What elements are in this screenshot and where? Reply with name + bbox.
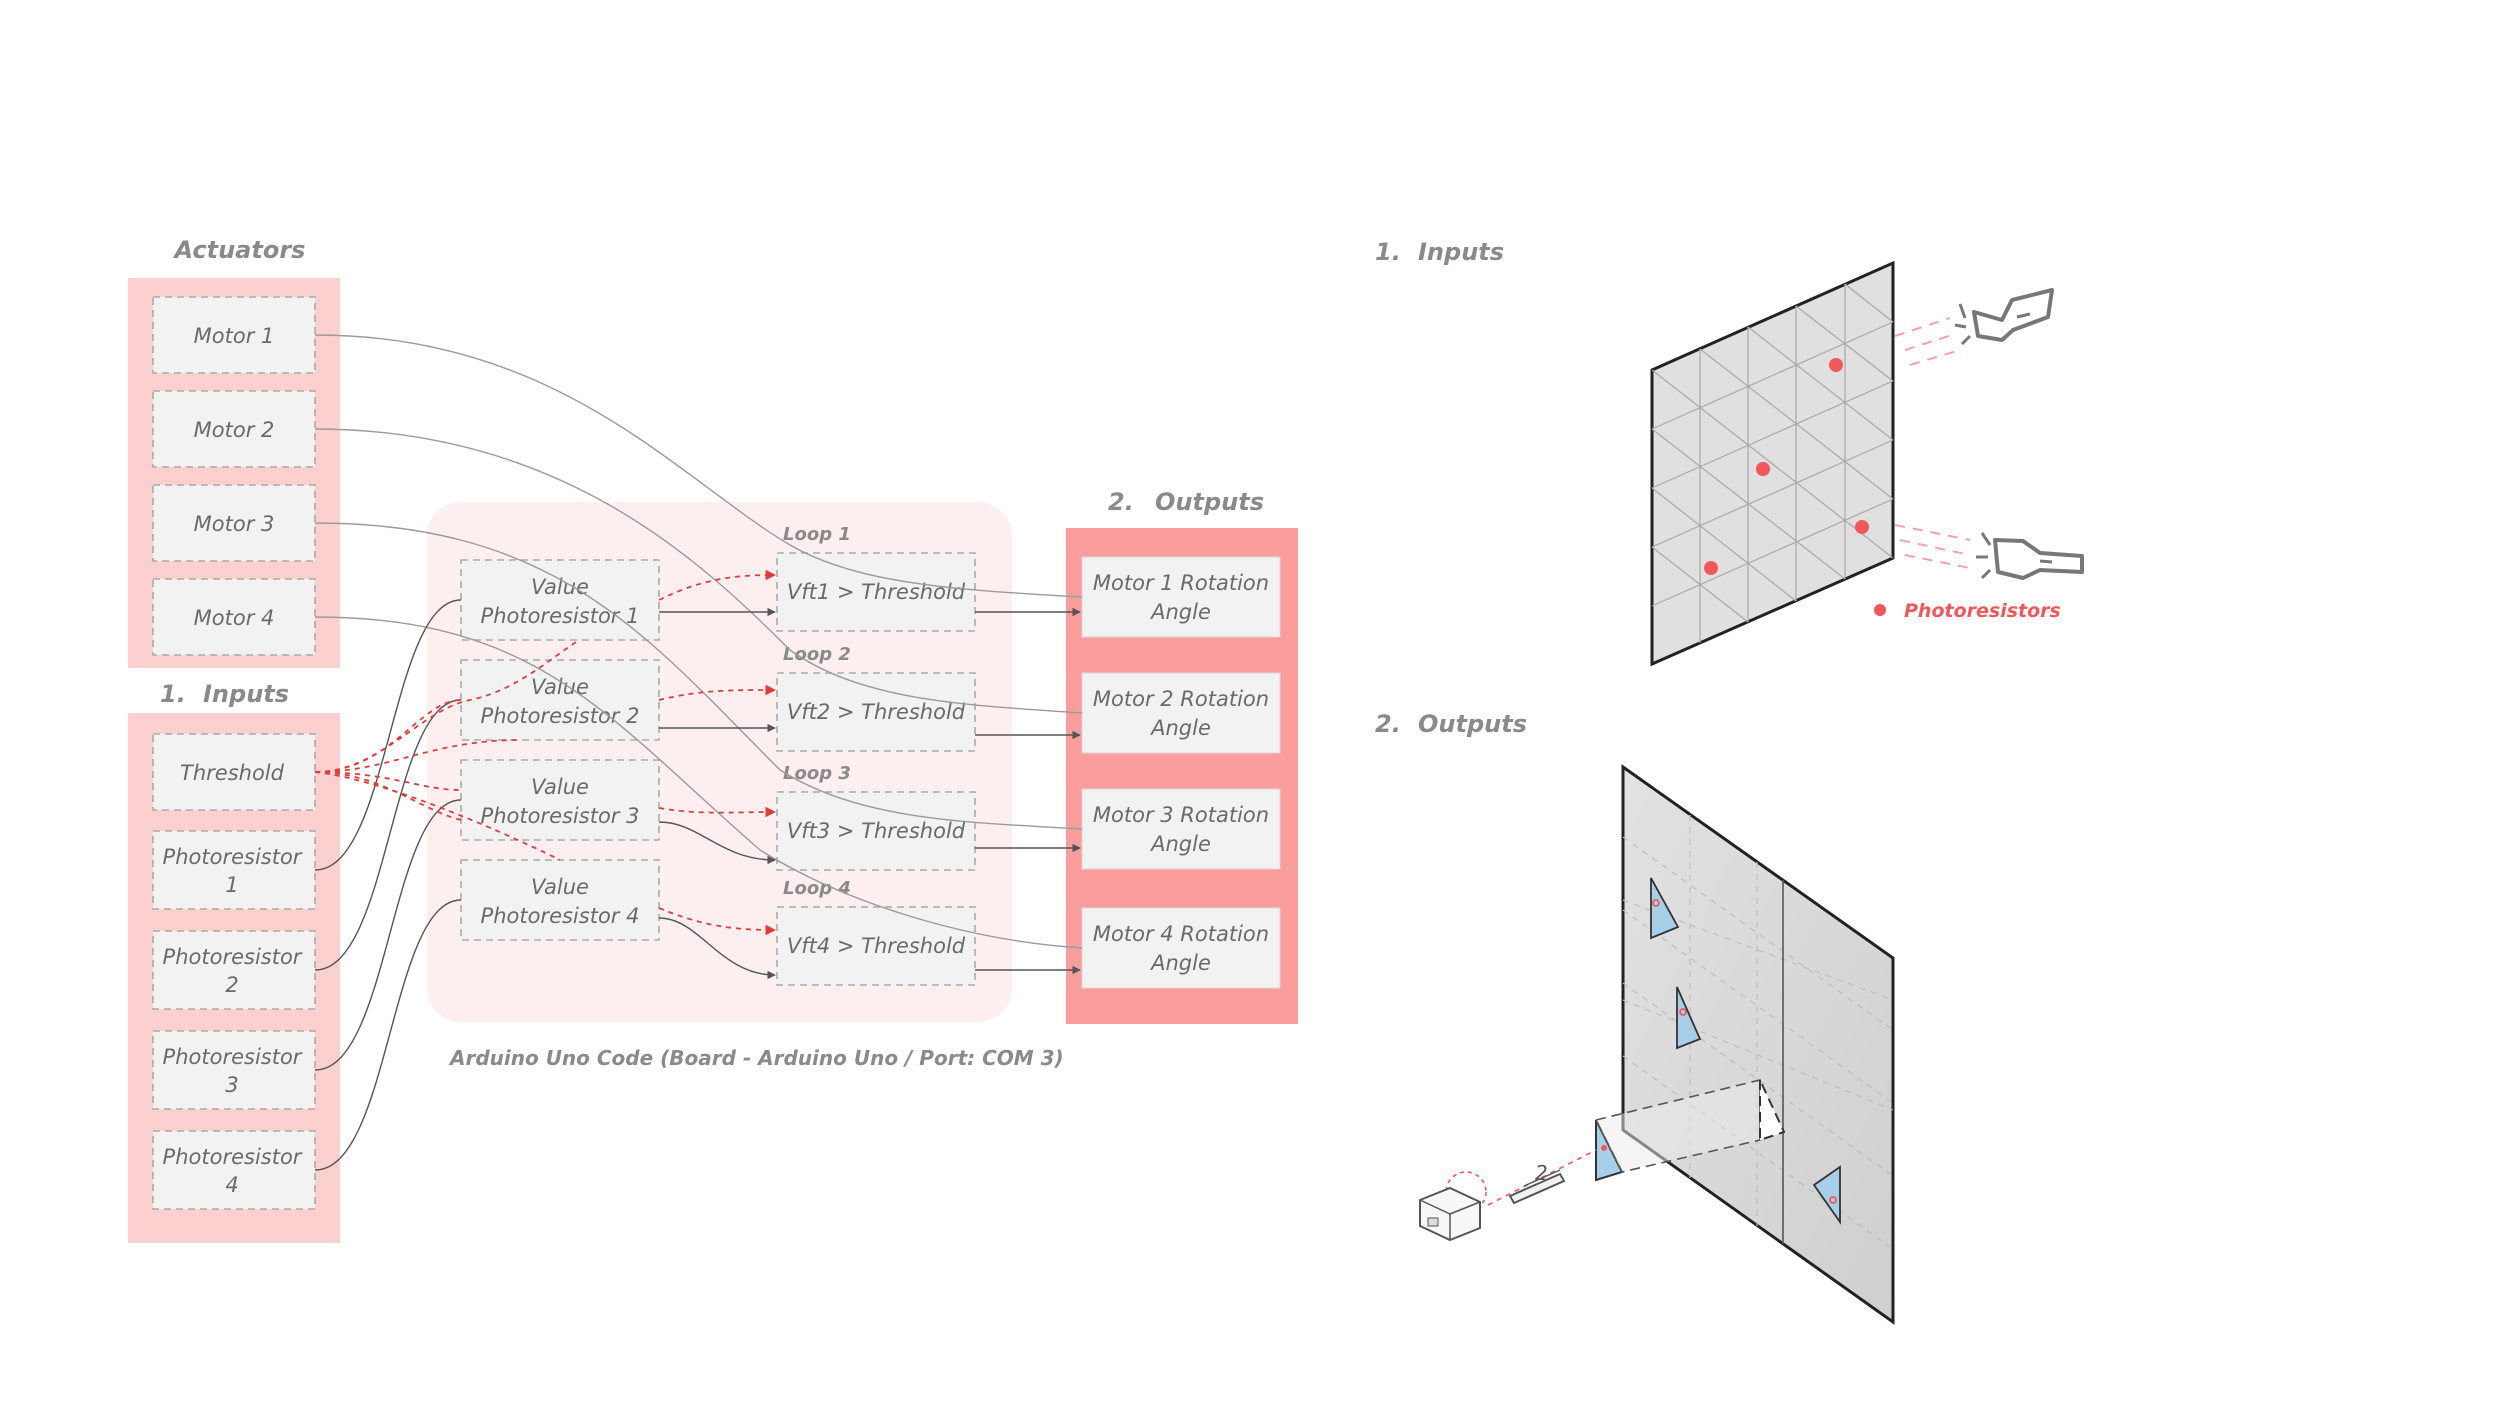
- photoresistor-box[interactable]: Photoresistor 4: [152, 1130, 316, 1210]
- photoresistor-number: 4: [225, 1173, 238, 1197]
- right-inputs-title: Inputs: [1418, 238, 1504, 266]
- value-label: Value: [531, 875, 589, 899]
- output-box[interactable]: Motor 3 Rotation Angle: [1081, 788, 1281, 870]
- motor-box[interactable]: Motor 2: [152, 390, 316, 468]
- photoresistor-label: Photoresistor: [163, 945, 303, 969]
- output-box[interactable]: Motor 1 Rotation Angle: [1081, 556, 1281, 638]
- value-source: Photoresistor 2: [481, 704, 640, 728]
- light-rays: [1894, 317, 1971, 569]
- dimension-label: 2: [1535, 1161, 1548, 1185]
- photoresistor-number: 1: [225, 873, 238, 897]
- dimension-line: [1523, 1169, 1561, 1187]
- loop-check-text: Vft1 > Threshold: [787, 580, 966, 604]
- photoresistor-box[interactable]: Photoresistor 3: [152, 1030, 316, 1110]
- value-box[interactable]: Value Photoresistor 3: [460, 759, 660, 841]
- panel-grid: [1651, 283, 1894, 643]
- threshold-label: Threshold: [180, 761, 285, 785]
- loop-label: Loop 1: [783, 524, 851, 545]
- value-to-loop-connectors: [658, 569, 777, 980]
- inputs-heading: 1. Inputs: [160, 680, 289, 708]
- inputs-number: 1.: [160, 680, 186, 708]
- code-caption: Arduino Uno Code (Board - Arduino Uno / …: [448, 1046, 1064, 1070]
- right-inputs-heading: 1. Inputs: [1375, 238, 1504, 266]
- legend-dot: [1874, 604, 1886, 616]
- photoresistor-dot: [1855, 520, 1869, 534]
- value-box[interactable]: Value Photoresistor 4: [460, 859, 660, 941]
- output-unit: Angle: [1149, 716, 1211, 740]
- shaft-icon: [1508, 1172, 1566, 1205]
- loop-check-box[interactable]: Vft1 > Threshold: [776, 552, 976, 632]
- inputs-title: Inputs: [203, 680, 289, 708]
- photoresistor-dot: [1756, 462, 1770, 476]
- output-label: Motor 2 Rotation: [1093, 687, 1269, 711]
- flashlight-icon: [1954, 288, 2054, 346]
- outputs-heading: 2. Outputs: [1108, 488, 1264, 516]
- loop-check-text: Vft3 > Threshold: [787, 819, 966, 843]
- photoresistor-box[interactable]: Photoresistor 1: [152, 830, 316, 910]
- legend-label: Photoresistors: [1904, 600, 2061, 622]
- loop-check-text: Vft2 > Threshold: [787, 700, 966, 724]
- right-outputs-number: 2.: [1375, 710, 1401, 738]
- loop-to-output-connectors: [975, 607, 1081, 975]
- value-label: Value: [531, 675, 589, 699]
- sensor-panel: [1650, 260, 1895, 667]
- output-box[interactable]: Motor 4 Rotation Angle: [1081, 907, 1281, 989]
- photoresistor-number: 2: [225, 973, 238, 997]
- photoresistor-label: Photoresistor: [163, 845, 303, 869]
- motor-label: Motor 4: [194, 606, 275, 630]
- motor-connectors: [314, 334, 1083, 949]
- photoresistor-label: Photoresistor: [163, 1045, 303, 1069]
- output-label: Motor 3 Rotation: [1093, 803, 1269, 827]
- output-label: Motor 4 Rotation: [1093, 922, 1269, 946]
- aperture-triangle: [1812, 1165, 1841, 1225]
- photoresistor-number: 3: [225, 1073, 238, 1097]
- right-inputs-number: 1.: [1375, 238, 1401, 266]
- servo-motor-icon: [1419, 1149, 1597, 1242]
- motor-label: Motor 1: [194, 324, 275, 348]
- value-box[interactable]: Value Photoresistor 2: [460, 659, 660, 741]
- exploded-aperture: [1594, 1078, 1786, 1182]
- outputs-title: Outputs: [1155, 488, 1264, 516]
- loop-check-box[interactable]: Vft2 > Threshold: [776, 672, 976, 752]
- motor-label: Motor 2: [194, 418, 275, 442]
- photoresistor-label: Photoresistor: [163, 1145, 303, 1169]
- output-unit: Angle: [1149, 832, 1211, 856]
- output-box[interactable]: Motor 2 Rotation Angle: [1081, 672, 1281, 754]
- value-source: Photoresistor 1: [481, 604, 640, 628]
- photoresistor-dot: [1829, 358, 1843, 372]
- loop-check-box[interactable]: Vft4 > Threshold: [776, 906, 976, 986]
- photoresistors-legend: Photoresistors: [1874, 600, 2061, 622]
- panel-apertures: [1650, 877, 1841, 1225]
- actuators-title: Actuators: [173, 236, 306, 264]
- value-box[interactable]: Value Photoresistor 1: [460, 559, 660, 641]
- flashlight-icon: [1976, 532, 2084, 580]
- loop-label: Loop 4: [783, 878, 851, 899]
- loop-check-text: Vft4 > Threshold: [787, 934, 966, 958]
- output-unit: Angle: [1149, 951, 1211, 975]
- loop-label: Loop 3: [783, 763, 851, 784]
- motor-label: Motor 3: [194, 512, 275, 536]
- loop-check-box[interactable]: Vft3 > Threshold: [776, 791, 976, 871]
- value-source: Photoresistor 3: [481, 804, 640, 828]
- motor-box[interactable]: Motor 4: [152, 578, 316, 656]
- motor-box[interactable]: Motor 1: [152, 296, 316, 374]
- loop-label: Loop 2: [783, 644, 851, 665]
- output-unit: Angle: [1149, 600, 1211, 624]
- threshold-box[interactable]: Threshold: [152, 733, 316, 811]
- aperture-triangle: [1676, 986, 1702, 1050]
- outputs-number: 2.: [1108, 488, 1134, 516]
- actuated-panel: [1621, 764, 1895, 1325]
- photoresistor-box[interactable]: Photoresistor 2: [152, 930, 316, 1010]
- right-outputs-heading: 2. Outputs: [1375, 710, 1527, 738]
- photoresistor-connectors: [314, 599, 462, 1171]
- motor-box[interactable]: Motor 3: [152, 484, 316, 562]
- aperture-triangle: [1650, 877, 1680, 940]
- value-source: Photoresistor 4: [481, 904, 640, 928]
- output-label: Motor 1 Rotation: [1093, 571, 1269, 595]
- photoresistor-dot: [1704, 561, 1718, 575]
- threshold-connectors: [314, 639, 581, 861]
- value-label: Value: [531, 775, 589, 799]
- right-outputs-title: Outputs: [1418, 710, 1527, 738]
